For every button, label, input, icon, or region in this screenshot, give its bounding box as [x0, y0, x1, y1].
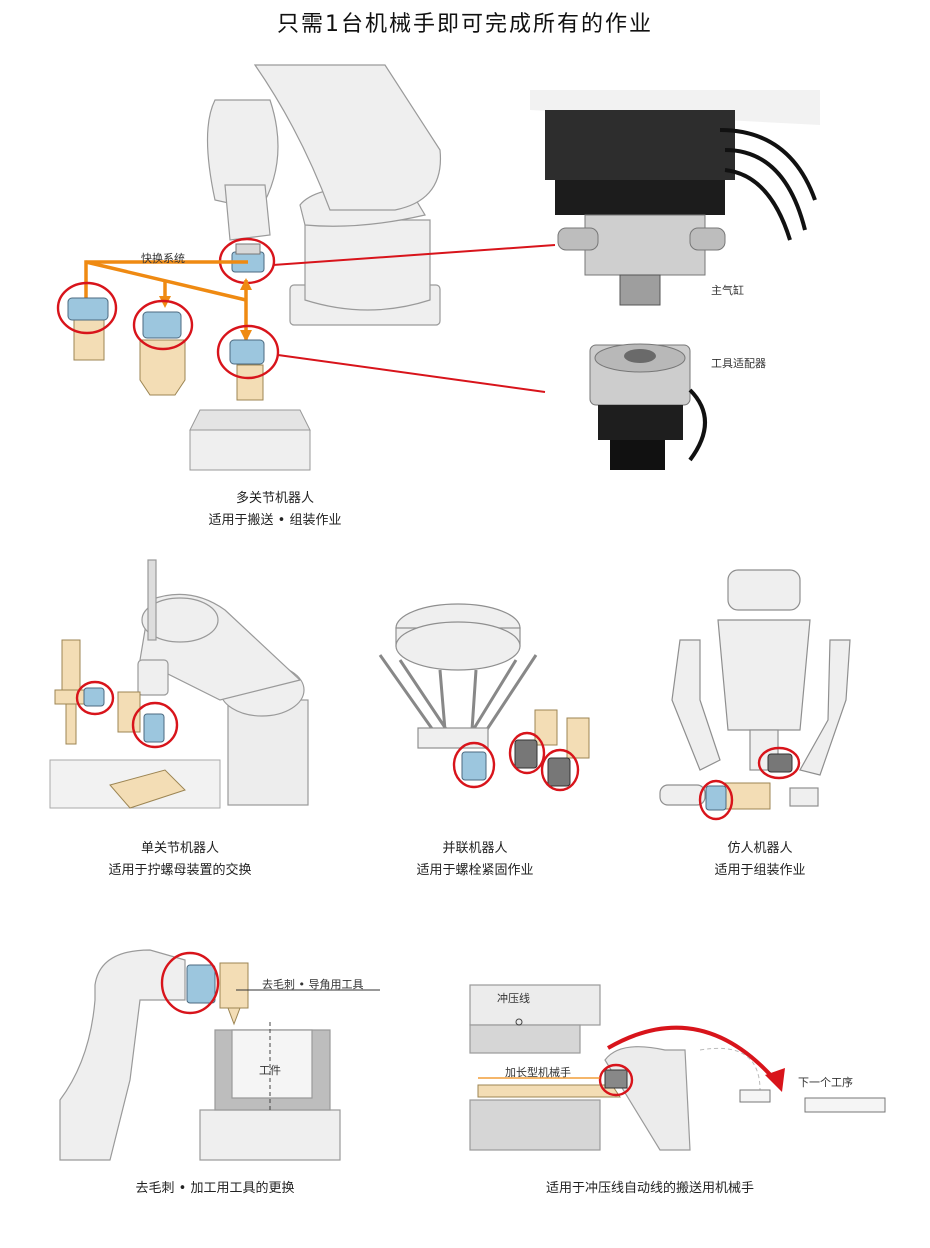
parallel-caption: 并联机器人 适用于螺栓紧固作业	[355, 838, 595, 882]
press-marker	[515, 1018, 523, 1026]
deburr-tool	[186, 962, 249, 1026]
highlight-circle	[131, 701, 179, 749]
highlight-circle	[757, 746, 801, 780]
tool-adapter-label: 工具适配器	[711, 357, 766, 370]
highlight-circle	[598, 1063, 634, 1097]
press-caption: 适用于冲压线自动线的搬送用机械手	[545, 1181, 754, 1196]
caption-subtitle: 适用于搬送 • 组装作业	[208, 513, 342, 528]
highlight-circle	[698, 779, 734, 821]
articulated-caption: 多关节机器人 适用于搬送 • 组装作业	[170, 488, 380, 532]
caption-title: 多关节机器人	[235, 491, 314, 506]
long-arm	[477, 1069, 628, 1098]
scara-tools	[49, 639, 221, 809]
humanoid-caption: 仿人机器人 适用于组装作业	[640, 838, 880, 882]
transfer-arrow	[607, 1025, 777, 1082]
articulated-robot	[206, 64, 442, 326]
main-cylinder-label: 主气缸	[711, 284, 744, 297]
caption-title: 并联机器人	[442, 841, 508, 856]
long-arm-label: 加长型机械手	[505, 1066, 571, 1079]
highlight-circle	[540, 748, 580, 792]
highlight-circle	[132, 299, 194, 351]
highlight-circle	[216, 324, 280, 380]
humanoid-robot	[659, 569, 851, 807]
quick-change-label: 快换系统	[141, 252, 185, 265]
next-process-label: 下一个工序	[798, 1076, 853, 1089]
deburr-tool-label: 去毛刺 • 导角用工具	[262, 978, 364, 991]
page-title: 只需1台机械手即可完成所有的作业	[277, 12, 653, 37]
caption-subtitle: 适用于拧螺母装置的交换	[108, 863, 252, 878]
press-line-label: 冲压线	[497, 992, 530, 1005]
workpiece-label: 工件	[259, 1064, 281, 1077]
press-line	[469, 984, 691, 1151]
transfer-arrow-head	[765, 1068, 785, 1092]
tool-2	[139, 311, 186, 396]
highlight-circle	[160, 951, 220, 1015]
highlight-circle	[56, 281, 118, 335]
callout-line	[277, 354, 546, 393]
deburr-robot	[59, 949, 341, 1161]
parallel-tools	[461, 709, 590, 787]
robot-coupler	[231, 243, 265, 273]
highlight-circle	[75, 680, 115, 716]
tool-3-holder	[189, 339, 311, 471]
caption-subtitle: 适用于组装作业	[714, 863, 806, 878]
next-process-station	[739, 1089, 886, 1113]
caption-title: 单关节机器人	[140, 841, 219, 856]
tool-1	[67, 297, 109, 361]
caption-subtitle: 适用于螺栓紧固作业	[416, 863, 534, 878]
main-cylinder-photo	[530, 90, 820, 306]
scara-robot	[137, 559, 309, 806]
tool-adapter-photo	[589, 343, 707, 470]
highlight-circle	[452, 741, 496, 789]
deburr-caption: 去毛刺 • 加工用工具的更换	[135, 1181, 295, 1196]
scara-caption: 单关节机器人 适用于拧螺母装置的交换	[60, 838, 300, 882]
caption-title: 仿人机器人	[727, 841, 793, 856]
callout-line	[272, 244, 556, 266]
parallel-robot	[378, 603, 538, 749]
highlight-circle	[508, 731, 546, 775]
